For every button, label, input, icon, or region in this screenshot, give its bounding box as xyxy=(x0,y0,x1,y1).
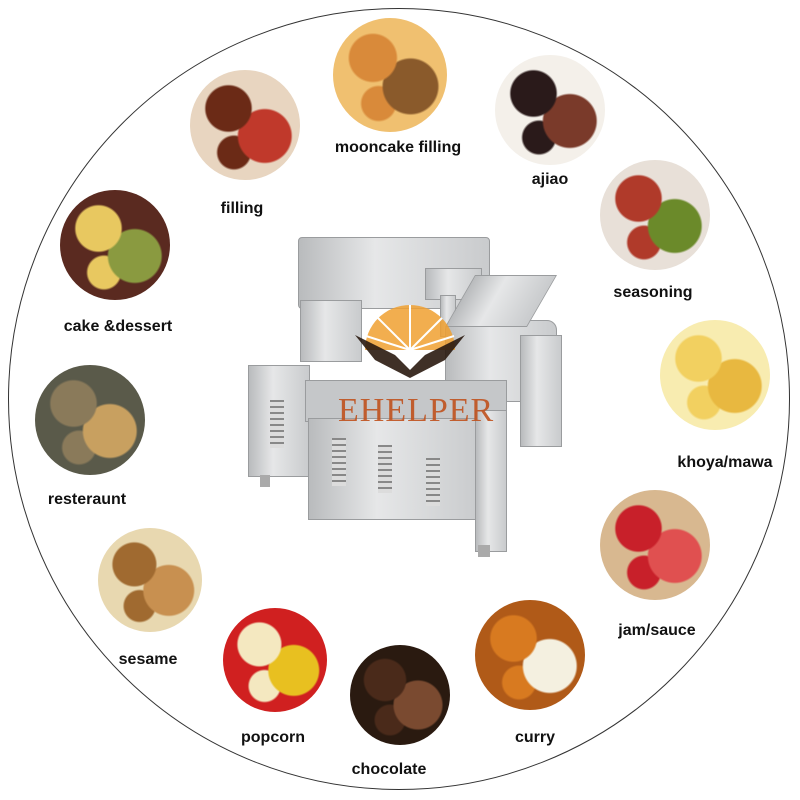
food-label: cake &dessert xyxy=(63,318,173,335)
outer-circle xyxy=(8,8,790,790)
food-image-2 xyxy=(495,55,605,165)
food-label: resteraunt xyxy=(47,491,127,508)
food-image-6 xyxy=(475,600,585,710)
food-image-0 xyxy=(190,70,300,180)
food-label: curry xyxy=(514,729,556,746)
logo-icon xyxy=(355,305,465,378)
watermark-text: EHELPER xyxy=(338,392,495,429)
food-image-4 xyxy=(660,320,770,430)
food-label: khoya/mawa xyxy=(677,454,773,471)
food-label: seasoning xyxy=(613,284,693,301)
food-image-10 xyxy=(35,365,145,475)
food-label: popcorn xyxy=(241,729,305,746)
food-label: ajiao xyxy=(531,171,569,188)
food-image-1 xyxy=(333,18,447,132)
food-label: jam/sauce xyxy=(618,622,696,639)
food-image-3 xyxy=(600,160,710,270)
food-image-11 xyxy=(60,190,170,300)
food-label: mooncake filling xyxy=(334,139,462,156)
food-image-8 xyxy=(223,608,327,712)
food-image-7 xyxy=(350,645,450,745)
food-image-5 xyxy=(600,490,710,600)
food-label: filling xyxy=(220,200,264,217)
food-image-9 xyxy=(98,528,202,632)
food-label: chocolate xyxy=(351,761,427,778)
food-label: sesame xyxy=(118,651,178,668)
